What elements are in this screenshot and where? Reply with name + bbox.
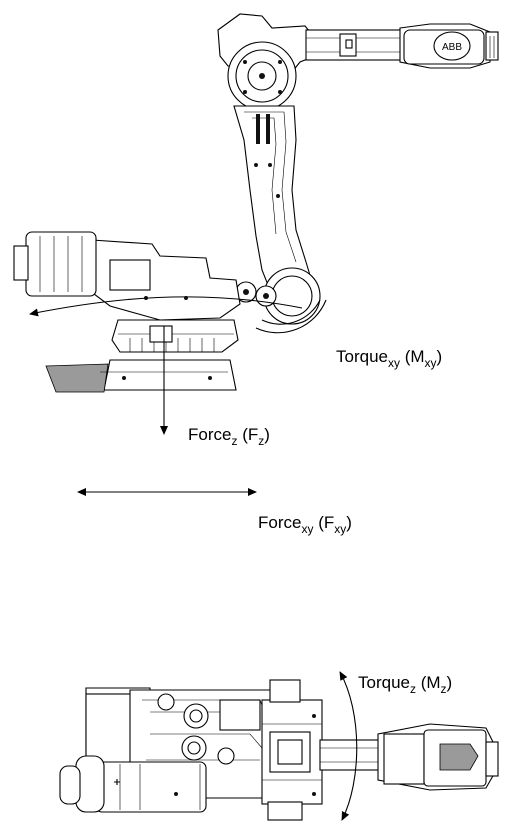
torque-z-arrow <box>339 671 358 821</box>
abb-logo: ABB <box>442 42 462 53</box>
robot-side-view: ABB <box>13 13 499 393</box>
robot-shoulder <box>235 267 327 334</box>
force-z-label: Forcez (Fz) <box>188 425 270 448</box>
robot-top-view <box>59 679 499 821</box>
force-xy-label: Forcexy (Fxy) <box>258 513 352 536</box>
robot-motor-housing <box>13 231 241 321</box>
robot-lower-arm <box>233 105 313 293</box>
torque-xy-arrow <box>29 296 303 317</box>
torque-z-label: Torquez (Mz) <box>358 673 452 696</box>
torque-xy-label: Torquexy (Mxy) <box>336 347 442 370</box>
robot-elbow <box>227 41 297 111</box>
robot-base <box>45 319 239 393</box>
